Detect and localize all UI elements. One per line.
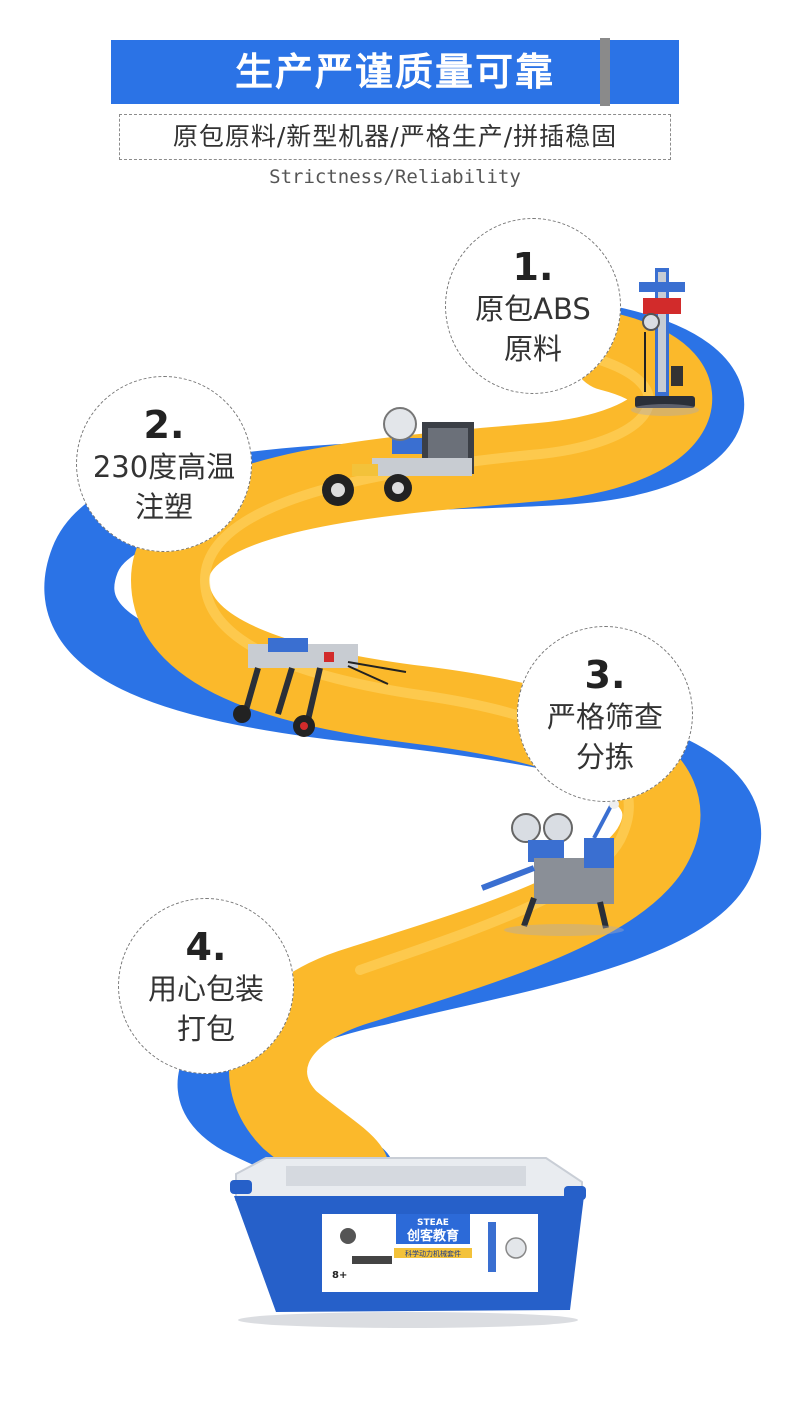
cart-model-image	[322, 407, 474, 506]
box-brand-en: STEAE	[417, 1218, 449, 1228]
step-number: 2.	[143, 403, 185, 447]
robot-model-image	[480, 799, 624, 936]
subtitle-box: 原包原料/新型机器/严格生产/拼插稳固	[119, 114, 671, 160]
box-subtitle: 科学动力机械套件	[405, 1249, 461, 1258]
banner-title: 生产严谨质量可靠	[234, 50, 555, 94]
step-2-circle: 2. 230度高温 注塑	[76, 376, 252, 552]
step-label-line-1: 用心包装	[147, 972, 264, 1006]
step-label-line-1: 230度高温	[92, 450, 236, 484]
step-label-line-2: 原料	[503, 332, 562, 366]
header-banner: 生产严谨质量可靠	[111, 40, 679, 104]
box-age: 8+	[332, 1270, 347, 1281]
step-number: 1.	[512, 245, 554, 289]
step-label-line-1: 严格筛查	[546, 700, 663, 734]
step-label-line-1: 原包ABS	[475, 292, 591, 326]
step-number: 4.	[185, 925, 227, 969]
step-4-circle: 4. 用心包装 打包	[118, 898, 294, 1074]
english-subtitle: Strictness/Reliability	[269, 166, 521, 188]
step-3-circle: 3. 严格筛查 分拣	[517, 626, 693, 802]
product-box-image: STEAE 创客教育 科学动力机械套件 8+	[230, 1157, 586, 1328]
step-number: 3.	[584, 653, 626, 697]
box-brand: 创客教育	[406, 1228, 459, 1244]
road-yellow-band	[130, 313, 712, 1209]
walker-model-image	[233, 638, 407, 737]
crane-model-image	[631, 268, 699, 416]
banner-accent-bar	[600, 38, 610, 106]
step-label-line-2: 注塑	[134, 490, 193, 524]
step-label-line-2: 分拣	[575, 740, 634, 774]
step-1-circle: 1. 原包ABS 原料	[445, 218, 621, 394]
step-label-line-2: 打包	[176, 1012, 235, 1046]
subtitle-text: 原包原料/新型机器/严格生产/拼插稳固	[172, 122, 618, 151]
